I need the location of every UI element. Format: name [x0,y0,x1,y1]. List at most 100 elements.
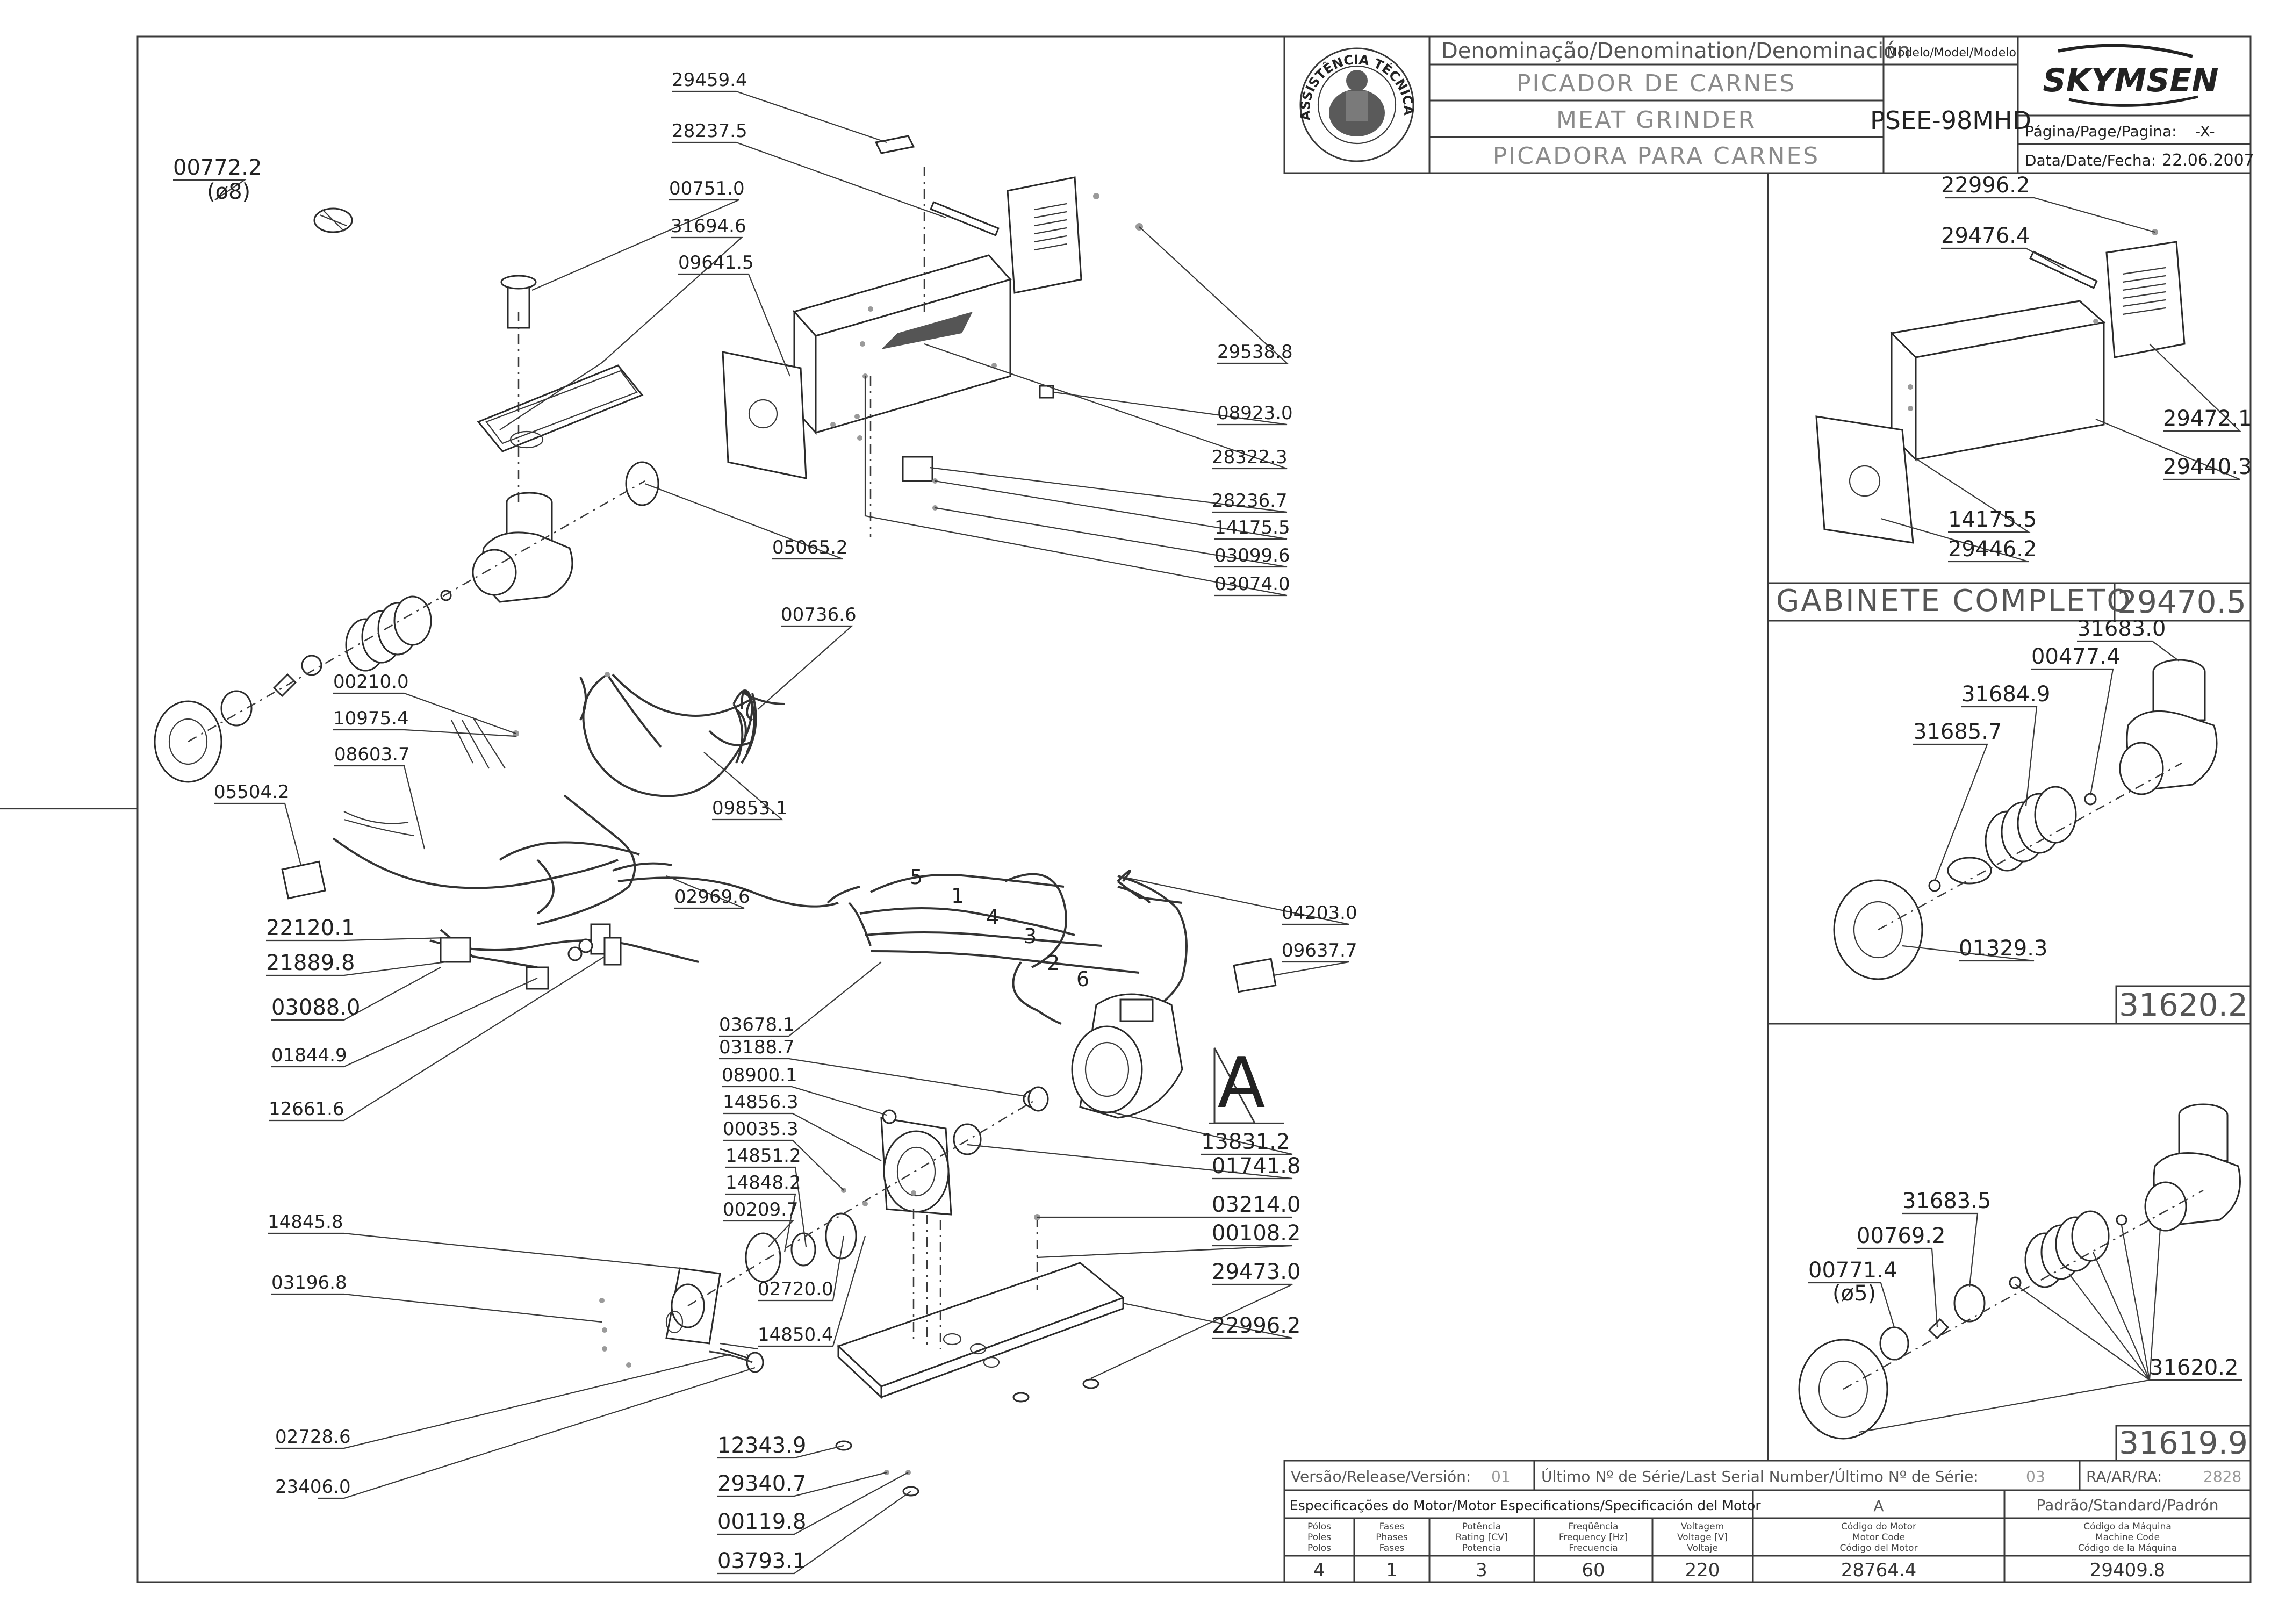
part-label: 14848.2 [725,1172,801,1194]
motor-spec-label: Especificações do Motor/Motor Especifica… [1290,1498,1761,1513]
col-header: Código da Máquina [2083,1521,2172,1532]
part-label: 00035.3 [723,1118,799,1140]
col-header: Polos [1307,1543,1331,1554]
col-header: Voltaje [1687,1543,1718,1554]
col-header: Machine Code [2095,1532,2160,1543]
ra-label: RA/AR/RA: [2086,1468,2162,1485]
main-exploded-view: 5 1 4 3 2 6 A [154,69,1357,1575]
cabinet-assembly-box: GABINETE COMPLETO 29470.5 22996 [1768,173,2252,622]
part-label: 00736.6 [781,604,857,626]
cabinet-part-label: 22996.2 [1941,173,2030,198]
wire-number: 4 [986,906,999,929]
part-label: 03214.0 [1212,1192,1300,1217]
grinder-2-part-note: (ø5) [1832,1281,1876,1306]
part-label: 03196.8 [271,1272,347,1294]
product-name-pt: PICADOR DE CARNES [1516,70,1796,97]
serial-value: 03 [2026,1468,2045,1485]
part-label: 01741.8 [1212,1154,1300,1179]
brand-logo-text: SKYMSEN [2043,62,2218,99]
base-plate [835,1190,1125,1497]
part-label: 29459.4 [672,69,747,91]
part-label: 28322.3 [1212,447,1288,468]
grinder-assembly-box-2: 31619.9 [1798,1103,2252,1462]
part-label: 04203.0 [1282,902,1357,924]
skymsen-logo: SKYMSEN [2043,44,2219,107]
col-header: Pólos [1307,1521,1331,1532]
part-label: 09637.7 [1282,940,1357,961]
part-label: 00209.7 [723,1199,799,1220]
grinder-box-2-code: 31619.9 [2119,1425,2248,1461]
part-label: 10975.4 [333,708,409,729]
ra-value: 2828 [2203,1468,2241,1485]
part-label: 03188.7 [719,1037,795,1058]
grinder-1-part-label: 00477.4 [2031,644,2120,669]
standard-label: Padrão/Standard/Padrón [2037,1496,2219,1514]
motor-column-marker: A [1873,1497,1884,1515]
part-label: 03793.1 [717,1549,806,1573]
col-header: Poles [1307,1532,1331,1543]
col-value: 28764.4 [1841,1560,1917,1581]
part-label: 01844.9 [271,1045,347,1066]
part-label: 28236.7 [1212,490,1288,512]
denomination-header: Denominação/Denomination/Denominación [1441,39,1910,63]
cabinet-leaders [1880,197,2241,563]
date-value: 22.06.2007 [2162,151,2254,170]
col-header: Phases [1376,1532,1408,1543]
part-label: 03074.0 [1214,573,1290,595]
part-label: 12661.6 [269,1098,344,1120]
col-header: Voltage [V] [1677,1532,1728,1543]
sheet-frame [0,35,2252,1583]
part-label: 05504.2 [214,781,290,803]
wire-number: 3 [1024,924,1037,948]
wire-number: 5 [910,865,923,889]
part-label: 00108.2 [1212,1221,1300,1246]
part-label: 08923.0 [1217,403,1293,424]
part-label: 31694.6 [671,215,746,237]
part-label: 03678.1 [719,1014,795,1036]
col-value: 60 [1582,1560,1605,1581]
part-label: 29340.7 [717,1471,806,1496]
part-label: 29473.0 [1212,1260,1300,1284]
main-grinder-head [154,207,659,783]
seal-text: ASSISTÊNCIA TÉCNICA AUTORIZADA [0,0,1416,121]
col-header: Código de la Máquina [2078,1543,2177,1554]
cabinet-part-label: 29476.4 [1941,224,2030,248]
motor-spec-col-phases: Fases Phases Fases 1 [1376,1521,1408,1581]
part-label: 05065.2 [772,537,848,558]
motor-spec-col-poles: Pólos Poles Polos 4 [1307,1521,1331,1581]
motor-spec-table: Versão/Release/Versión: 01 Último Nº de … [1283,1460,2252,1583]
col-header: Potência [1462,1521,1501,1532]
gearbox [665,1086,1049,1373]
part-label: 00210.0 [333,671,409,693]
part-label: 03099.6 [1214,545,1290,566]
col-header: Código do Motor [1841,1521,1916,1532]
col-header: Rating [CV] [1456,1532,1508,1543]
part-label: 00751.0 [669,178,745,199]
grinder-2-part-label: 31620.2 [2150,1355,2238,1380]
motor-spec-columns: Pólos Poles Polos 4 Fases Phases Fases 1… [1307,1521,2177,1581]
part-label: 28237.5 [672,120,747,142]
release-value: 01 [1491,1468,1511,1485]
grinder-drawing-1 [1833,659,2218,980]
cabinet-part-label: 14175.5 [1948,507,2037,532]
motor: A [1023,993,1284,1124]
col-header: Fases [1379,1543,1405,1554]
col-header: Código del Motor [1840,1543,1918,1554]
grinder-1-part-label: 31685.7 [1913,720,2002,744]
motor-spec-col-rating: Potência Rating [CV] Potencia 3 [1456,1521,1508,1581]
main-small-hardware [513,306,938,1368]
col-header: Fases [1379,1521,1405,1532]
page-value: -X- [2195,123,2215,140]
cabinet-box-code: 29470.5 [2117,584,2246,620]
main-leader-lines [173,90,1349,1575]
cabinet-drawing [1815,229,2186,544]
part-label: 09853.1 [712,797,788,819]
main-cabinet [722,135,1143,537]
grinder-1-leaders [1902,640,2180,962]
part-note: (ø8) [207,179,250,204]
release-label: Versão/Release/Versión: [1291,1468,1471,1485]
part-label: 14851.2 [725,1145,801,1167]
col-value: 220 [1685,1560,1720,1581]
